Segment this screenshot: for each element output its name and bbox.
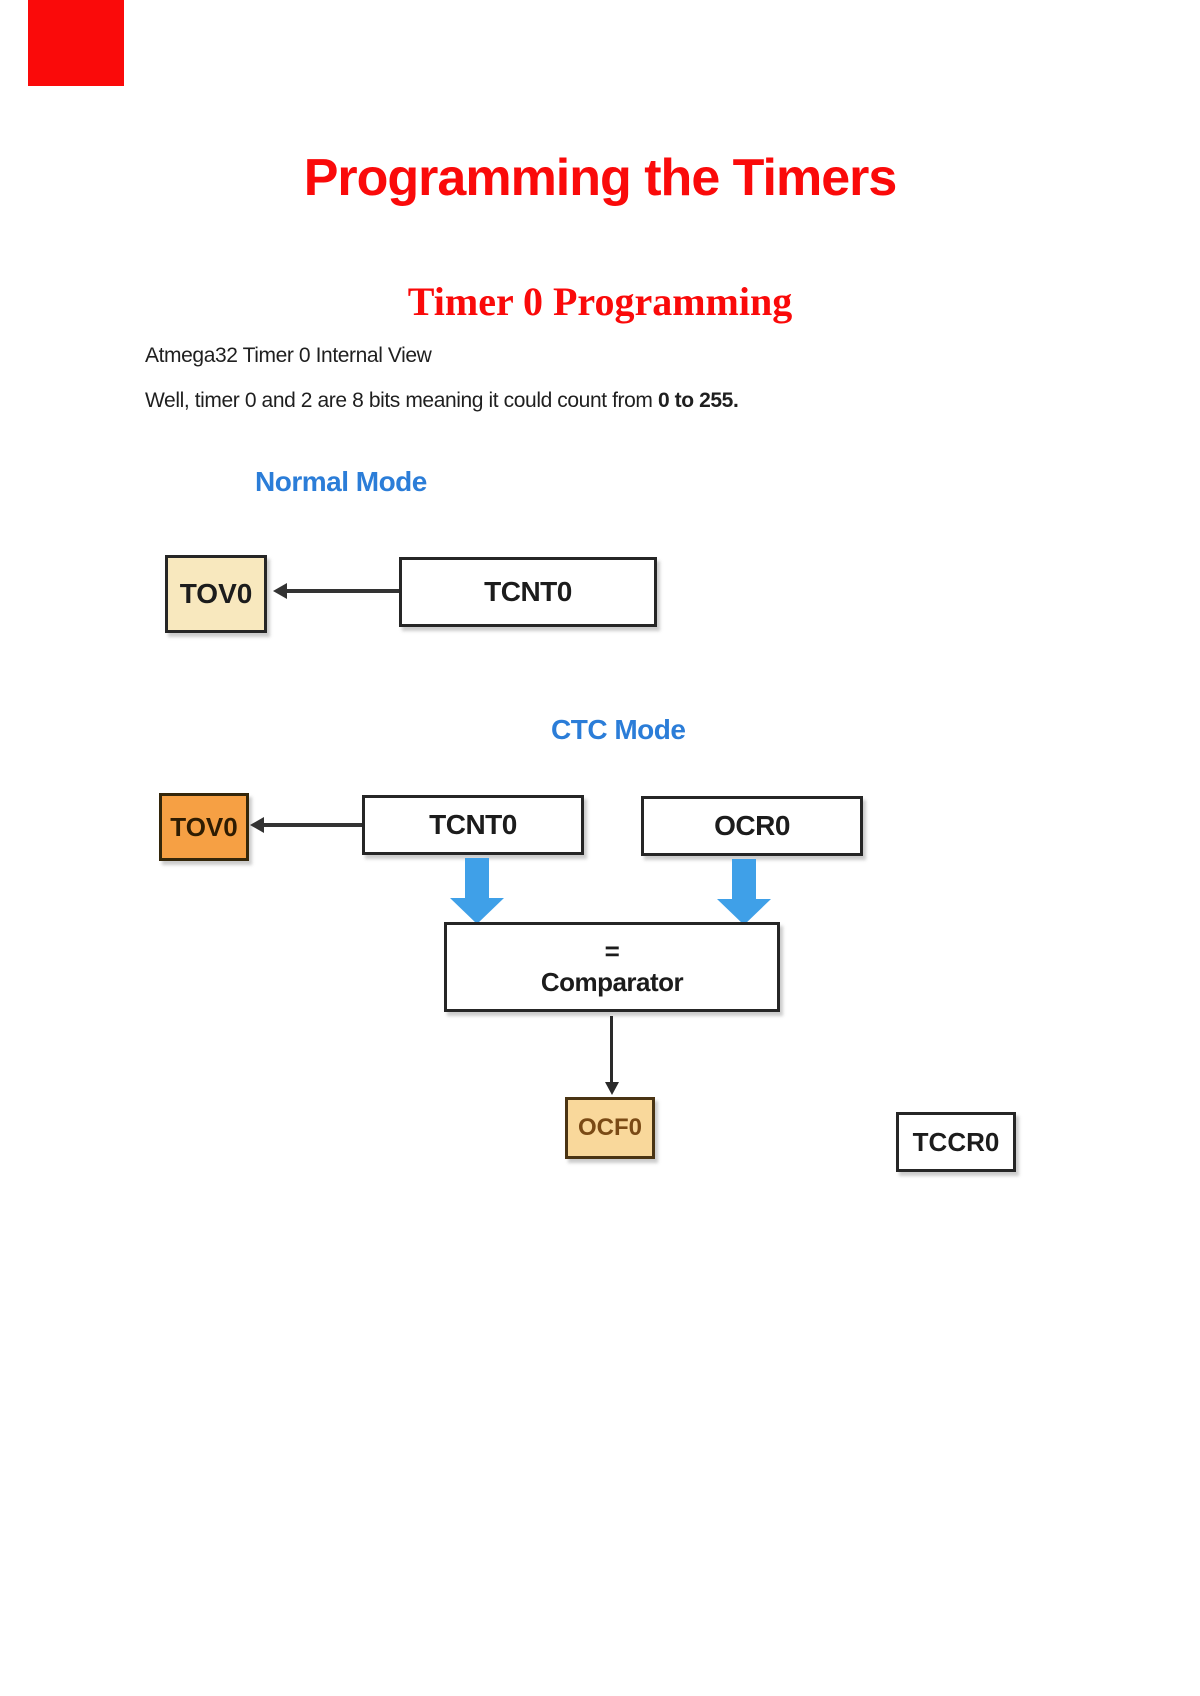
tccr0-box: TCCR0 <box>896 1112 1016 1172</box>
comparator-box: = Comparator <box>444 922 780 1012</box>
arrow-comparator-to-ocf0 <box>605 1016 619 1096</box>
arrow-shaft <box>262 823 362 827</box>
arrow-down-head-icon <box>605 1082 619 1095</box>
normal-mode-heading: Normal Mode <box>255 466 427 497</box>
ctc-ocr0-box: OCR0 <box>641 796 863 856</box>
tccr0-label: TCCR0 <box>912 1126 1000 1157</box>
intro-line-2: Well, timer 0 and 2 are 8 bits meaning i… <box>145 389 739 413</box>
ctc-mode-heading: CTC Mode <box>551 714 686 745</box>
arrow-shaft <box>465 858 489 898</box>
ctc-tcnt0-label: TCNT0 <box>429 809 517 840</box>
ocf0-box: OCF0 <box>565 1097 655 1159</box>
intro-line-2-text: Well, timer 0 and 2 are 8 bits meaning i… <box>145 389 658 412</box>
arrow-down-head-icon <box>717 899 771 925</box>
arrow-shaft <box>610 1016 613 1084</box>
section-title: Timer 0 Programming <box>407 279 793 324</box>
arrow-left-head-icon <box>250 817 264 833</box>
normal-tov0-box: TOV0 <box>165 555 267 633</box>
arrow-left-head-icon <box>273 583 287 599</box>
intro-line-1: Atmega32 Timer 0 Internal View <box>145 344 432 367</box>
page-title: Programming the Timers <box>303 149 898 207</box>
arrow-tcnt0-to-tov0-ctc <box>250 817 362 833</box>
red-corner-block <box>28 0 124 86</box>
intro-line-2-range: 0 to 255. <box>657 389 739 412</box>
arrow-down-head-icon <box>450 898 504 924</box>
normal-tcnt0-box: TCNT0 <box>399 557 657 627</box>
arrow-shaft <box>285 589 399 593</box>
ctc-ocr0-label: OCR0 <box>714 810 790 841</box>
ctc-tcnt0-box: TCNT0 <box>362 795 584 855</box>
ctc-tov0-label: TOV0 <box>170 811 238 842</box>
ocf0-label: OCF0 <box>577 1114 642 1141</box>
comparator-equals-sign: = <box>604 935 620 966</box>
normal-tcnt0-label: TCNT0 <box>484 576 572 607</box>
ctc-tov0-box: TOV0 <box>159 793 249 861</box>
normal-tov0-label: TOV0 <box>179 578 253 609</box>
comparator-label: Comparator <box>540 967 684 997</box>
arrow-tcnt0-to-tov0-normal <box>273 583 399 599</box>
arrow-shaft <box>732 859 756 899</box>
